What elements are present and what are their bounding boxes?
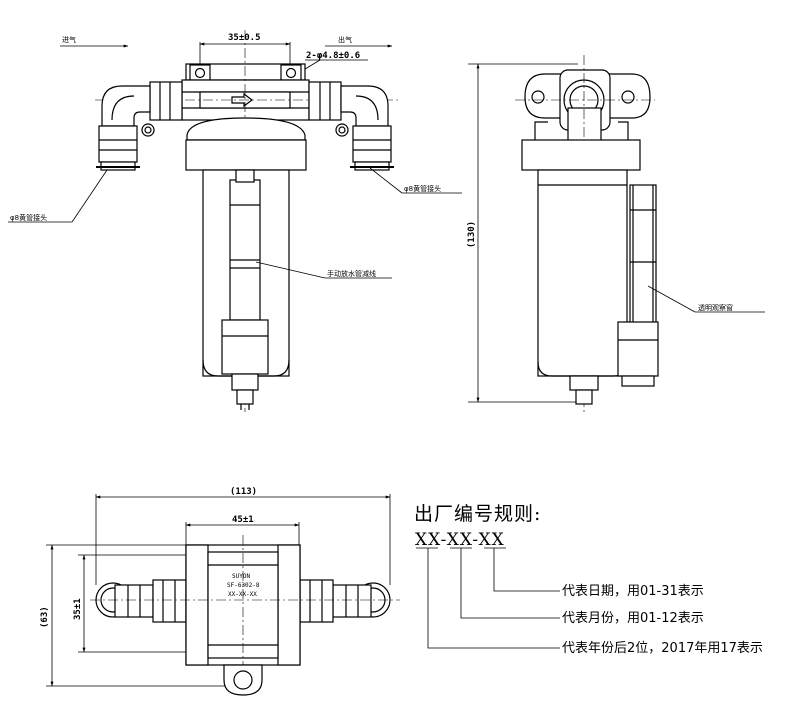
outlet-label: 出气: [338, 35, 352, 44]
bowl-label: 透明观察窗: [698, 303, 733, 312]
side-view: (130) 透明观察窗: [467, 55, 765, 412]
front-view: 进气 出气 35±0.5 2-φ4.8±0.6: [8, 30, 462, 412]
dim-body-width: 45±1: [232, 515, 254, 525]
drain-label: 手动放水管减线: [327, 269, 376, 278]
body-model: SF-6302-8: [227, 582, 260, 589]
dim-width-front: 35±0.5: [228, 33, 261, 43]
note-day: 代表日期，用01-31表示: [562, 584, 704, 599]
left-fitting-label: φ8黄管接头: [10, 213, 47, 222]
top-view: (113) 45±1 (63) 35±1: [40, 487, 400, 696]
body-serial: XX-XX-XX: [228, 591, 257, 598]
dim-height-top: (63): [40, 606, 50, 628]
note-year: 代表年份后2位，2017年用17表示: [562, 641, 763, 656]
note-month: 代表月份，用01-12表示: [562, 611, 704, 626]
dim-holes: 2-φ4.8±0.6: [306, 51, 360, 61]
body-brand: SUYON: [232, 573, 250, 580]
serial-rule: 出厂编号规则: XX-XX-XX 代表日期，用01-31表示 代表月份，用01-…: [414, 503, 763, 656]
serial-rule-title: 出厂编号规则:: [414, 503, 541, 525]
dim-height-side: (130): [467, 221, 477, 248]
dim-mount: 35±1: [73, 598, 83, 620]
dim-total-width: (113): [230, 487, 257, 497]
inlet-label: 进气: [62, 35, 76, 44]
serial-code: XX-XX-XX: [415, 530, 505, 550]
right-fitting-label: φ8黄管接头: [404, 184, 441, 193]
